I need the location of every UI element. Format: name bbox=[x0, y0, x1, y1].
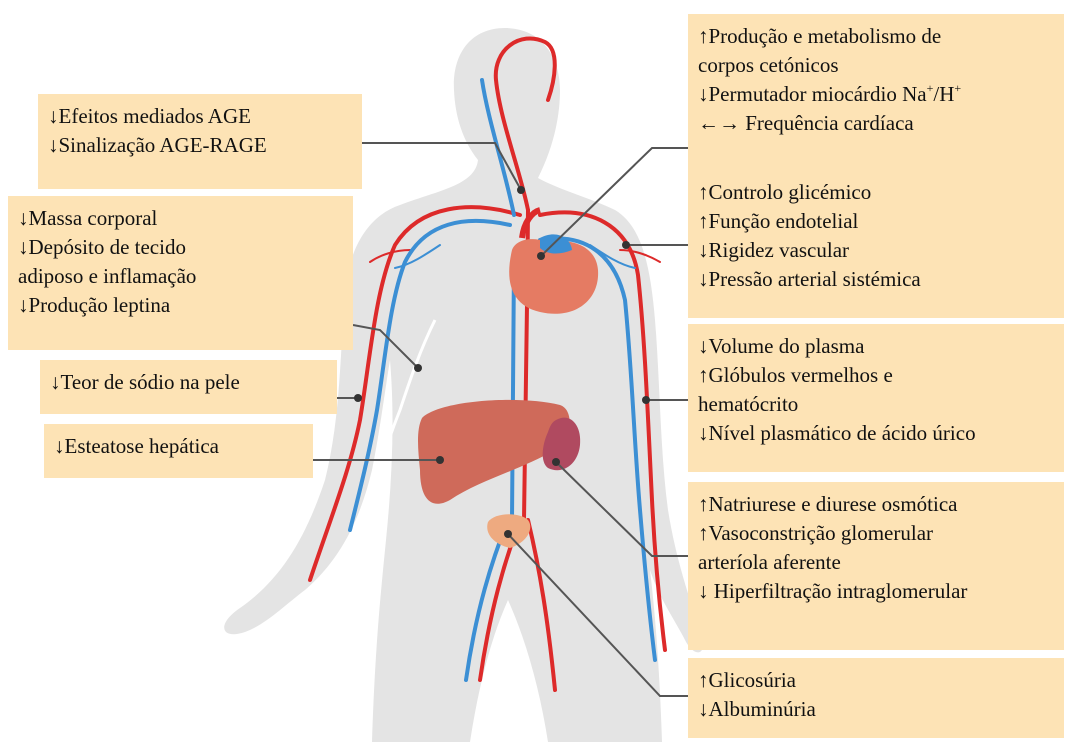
box-line: adiposo e inflamação bbox=[18, 262, 343, 291]
box-line: ↓Rigidez vascular bbox=[698, 236, 1054, 265]
box-line: arteríola aferente bbox=[698, 548, 1054, 577]
box-line: ↑Produção e metabolismo de bbox=[698, 22, 1054, 51]
liver-box: ↓Esteatose hepática bbox=[44, 424, 313, 478]
box-line-text: /H bbox=[933, 82, 954, 106]
bladder-box: ↑Glicosúria ↓Albuminúria bbox=[688, 658, 1064, 738]
box-line: ↓Teor de sódio na pele bbox=[50, 368, 327, 397]
box-line: ↑Controlo glicémico bbox=[698, 178, 1054, 207]
skin-sodium-box: ↓Teor de sódio na pele bbox=[40, 360, 337, 414]
vascular-box: ↑Controlo glicémico ↑Função endotelial ↓… bbox=[688, 170, 1064, 318]
blood-box: ↓Volume do plasma ↑Glóbulos vermelhos e … bbox=[688, 324, 1064, 472]
heart-box: ↑Produção e metabolismo de corpos cetóni… bbox=[688, 14, 1064, 180]
box-line: ←→ Frequência cardíaca bbox=[698, 109, 1054, 138]
box-line: ↑Natriurese e diurese osmótica bbox=[698, 490, 1054, 519]
box-line: ↓Efeitos mediados AGE bbox=[48, 102, 352, 131]
box-line: hematócrito bbox=[698, 390, 1054, 419]
box-line: ↑Função endotelial bbox=[698, 207, 1054, 236]
box-line: ↓Albuminúria bbox=[698, 695, 1054, 724]
box-line: ↓Permutador miocárdio Na+/H+ bbox=[698, 80, 1054, 109]
box-line: ↓Massa corporal bbox=[18, 204, 343, 233]
box-line: ↓Produção leptina bbox=[18, 291, 343, 320]
box-line: ↓Pressão arterial sistémica bbox=[698, 265, 1054, 294]
box-line: ↓Esteatose hepática bbox=[54, 432, 303, 461]
superscript-plus: + bbox=[927, 81, 934, 95]
box-line: ↓Sinalização AGE-RAGE bbox=[48, 131, 352, 160]
kidney-box: ↑Natriurese e diurese osmótica ↑Vasocons… bbox=[688, 482, 1064, 650]
box-line: ↓ Hiperfiltração intraglomerular bbox=[698, 577, 1054, 606]
box-line: ↑Glicosúria bbox=[698, 666, 1054, 695]
body-mass-box: ↓Massa corporal ↓Depósito de tecido adip… bbox=[8, 196, 353, 350]
age-effects-box: ↓Efeitos mediados AGE ↓Sinalização AGE-R… bbox=[38, 94, 362, 189]
box-line-text: ↓Permutador miocárdio Na bbox=[698, 82, 927, 106]
box-line: ↓Depósito de tecido bbox=[18, 233, 343, 262]
box-line: ↑Glóbulos vermelhos e bbox=[698, 361, 1054, 390]
box-line: ↓Nível plasmático de ácido úrico bbox=[698, 419, 1054, 448]
superscript-plus: + bbox=[954, 81, 961, 95]
box-line: ↑Vasoconstrição glomerular bbox=[698, 519, 1054, 548]
box-line: ↓Volume do plasma bbox=[698, 332, 1054, 361]
box-line: corpos cetónicos bbox=[698, 51, 1054, 80]
